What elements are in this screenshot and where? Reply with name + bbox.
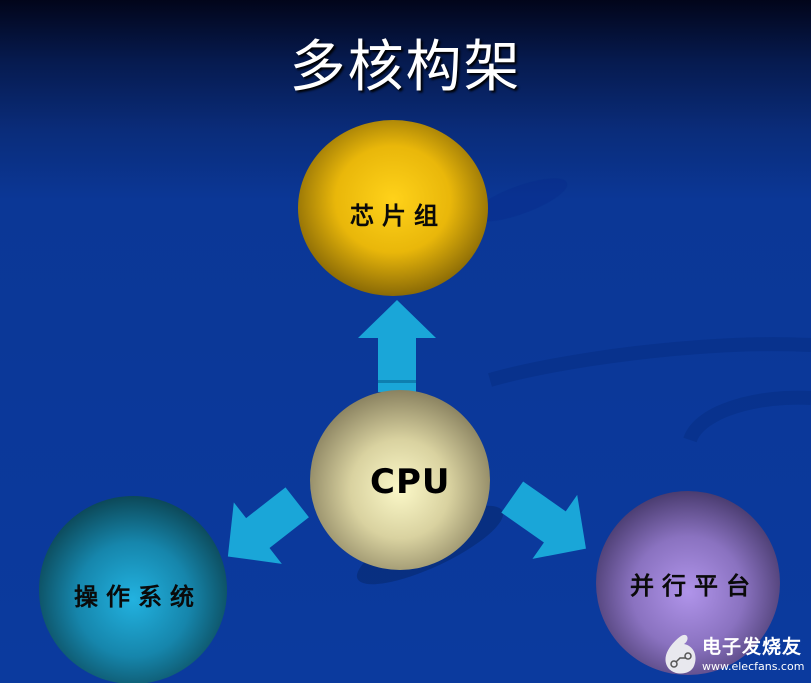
node-chipset-label: 芯片组 (350, 201, 446, 230)
chipset-ball (298, 120, 488, 296)
elecfans-logo-icon (665, 634, 696, 674)
parallel-ball (596, 491, 780, 675)
cpu-ball (310, 390, 490, 570)
node-cpu-label: CPU (370, 462, 451, 502)
watermark-brand: 电子发烧友 (702, 636, 803, 658)
background-swooshes (472, 178, 811, 443)
slide-title: 多核构架 (289, 35, 522, 100)
node-os-label: 操作系统 (74, 582, 202, 611)
watermark-url: www.elecfans.com (702, 660, 805, 673)
watermark: 电子发烧友 www.elecfans.com (662, 630, 805, 678)
os-ball (39, 496, 227, 683)
arrow-down-left (227, 487, 309, 564)
arrow-up (358, 300, 436, 392)
node-parallel-label: 并行平台 (630, 571, 758, 600)
arrow-down-right (501, 481, 586, 559)
